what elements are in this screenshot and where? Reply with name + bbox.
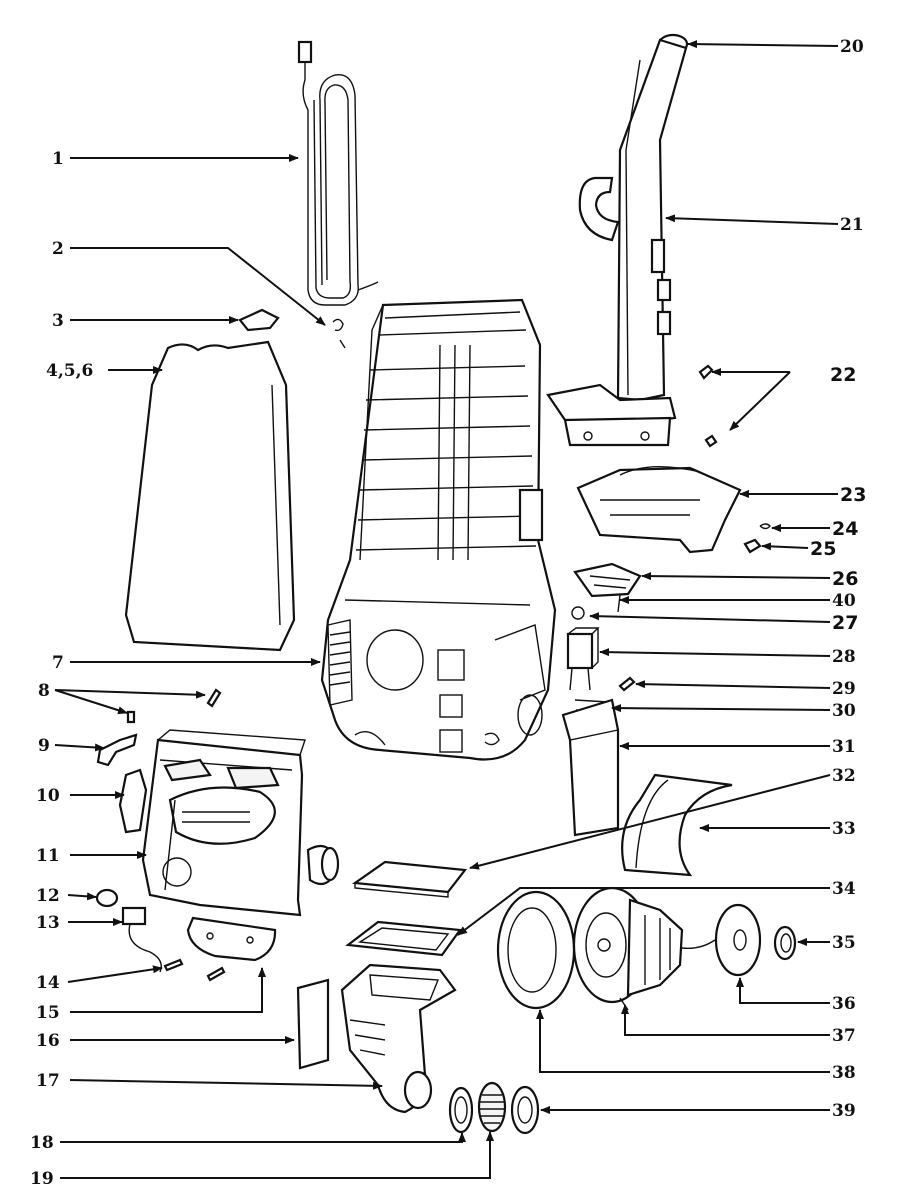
callout-40: 40 (832, 591, 856, 611)
gasket-ring-part (496, 890, 576, 1010)
power-cord-part (297, 40, 379, 306)
clip-part (118, 768, 148, 834)
callout-17: 17 (36, 1071, 60, 1091)
callout-8: 8 (38, 681, 50, 701)
callout-27: 27 (832, 612, 858, 634)
callout-14: 14 (36, 973, 60, 993)
callout-15: 15 (36, 1003, 60, 1023)
screw-part (743, 523, 771, 554)
callout-35: 35 (832, 933, 856, 953)
filter-frame-part (345, 920, 463, 957)
callout-25: 25 (810, 538, 836, 560)
main-body-part (320, 298, 557, 761)
switch-screw-part (618, 676, 636, 692)
grille-part (477, 1081, 507, 1133)
callout-12: 12 (36, 886, 60, 906)
motor-part (572, 886, 716, 1011)
cord-clip-part (332, 318, 346, 349)
motor-mount-part (448, 1086, 474, 1134)
callout-28: 28 (832, 647, 856, 667)
callout-3: 3 (52, 311, 64, 331)
leader-lines (54, 40, 839, 1179)
callout-34: 34 (832, 879, 856, 899)
handle-part (546, 33, 689, 447)
rear-mount-part (510, 1085, 540, 1135)
duct-housing-part (340, 963, 457, 1114)
callout-19: 19 (30, 1169, 54, 1189)
callout-26: 26 (832, 568, 858, 590)
nozzle-housing-part (141, 729, 340, 917)
bag-clip-part (238, 308, 280, 332)
callout-23: 23 (840, 484, 866, 506)
bulb-socket-part (121, 906, 162, 973)
callout-7: 7 (52, 653, 64, 673)
callout-9: 9 (38, 736, 50, 756)
bag-cover-part (124, 340, 296, 652)
exhaust-filter-part (351, 860, 468, 898)
callout-36: 36 (832, 994, 856, 1014)
small-spring-part (571, 606, 585, 620)
callout-29: 29 (832, 679, 856, 699)
callout-16: 16 (36, 1031, 60, 1051)
callout-22: 22 (830, 364, 856, 386)
latch-part (96, 733, 138, 767)
callout-20: 20 (840, 37, 864, 57)
panel-part (561, 698, 620, 837)
small-pin-part (163, 958, 226, 982)
light-bulb-part (95, 888, 119, 908)
callout-38: 38 (832, 1063, 856, 1083)
callout-1: 1 (52, 149, 64, 169)
filter-part (296, 978, 330, 1070)
callout-10: 10 (36, 786, 60, 806)
callout-31: 31 (832, 737, 856, 757)
handle-bracket-part (576, 466, 742, 554)
callout-13: 13 (36, 913, 60, 933)
handle-pin-part (698, 364, 718, 448)
switch-part (566, 627, 600, 691)
callout-39: 39 (832, 1101, 856, 1121)
callout-33: 33 (832, 819, 856, 839)
pedal-part (573, 562, 642, 613)
callout-21: 21 (840, 215, 864, 235)
pin-part (126, 688, 222, 724)
callout-4-5-6: 4,5,6 (46, 361, 93, 381)
callout-24: 24 (832, 518, 858, 540)
callout-labels: 1 2 3 4,5,6 7 8 9 10 11 12 13 14 15 16 1… (30, 37, 866, 1189)
motor-cap-part (714, 903, 762, 977)
bearing-part (773, 925, 797, 961)
callout-32: 32 (832, 766, 856, 786)
callout-2: 2 (52, 239, 64, 259)
callout-37: 37 (832, 1026, 856, 1046)
lens-cover-part (186, 916, 277, 962)
callout-11: 11 (36, 846, 60, 866)
callout-30: 30 (832, 701, 856, 721)
callout-18: 18 (30, 1133, 54, 1153)
